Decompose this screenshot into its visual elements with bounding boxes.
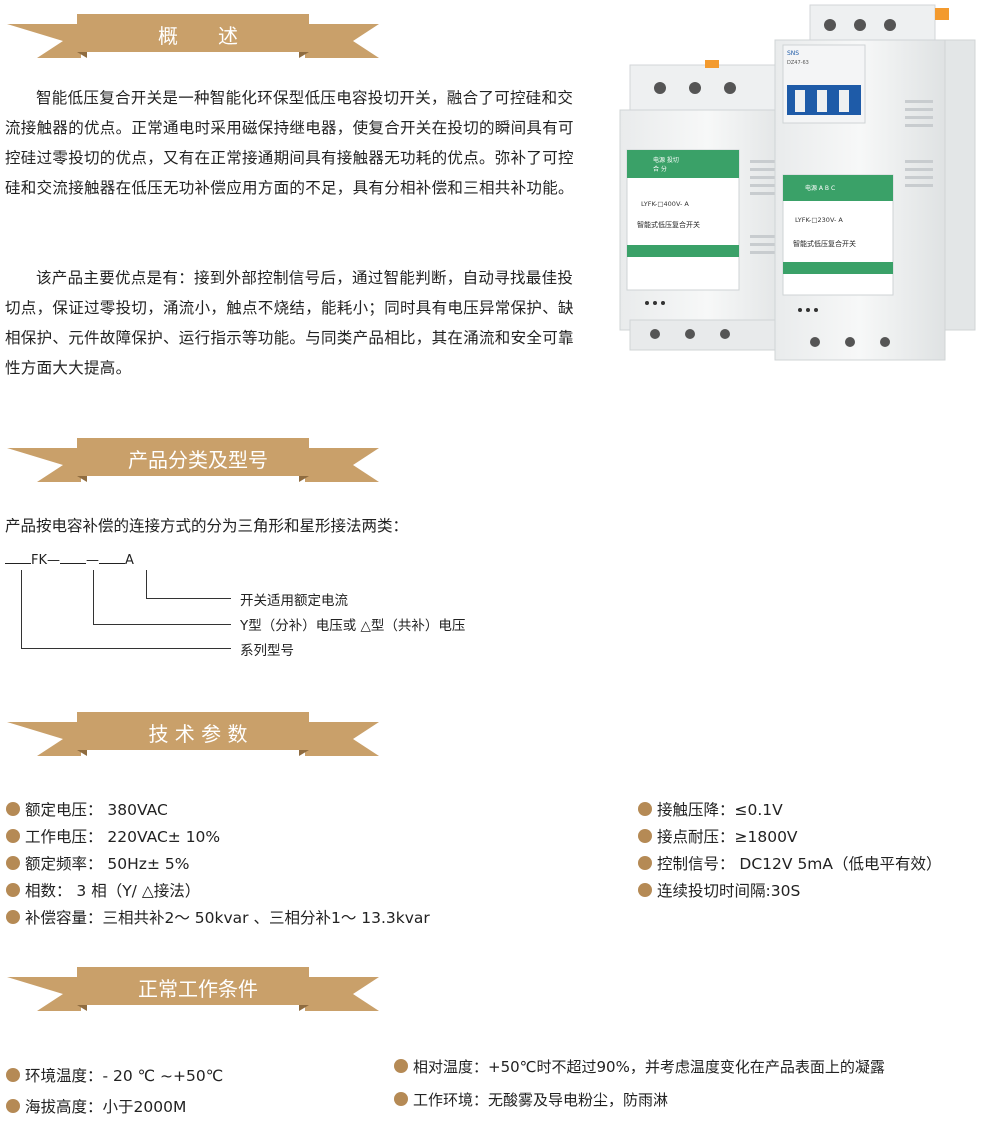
- section-title: 概 述: [158, 24, 238, 48]
- spec-item: 工作电压： 220VAC± 10%: [6, 825, 220, 847]
- section-banner-conditions: 正常工作条件: [7, 967, 379, 1011]
- spec-item: 接点耐压：≥1800V: [638, 825, 798, 847]
- svg-text:LYFK-□400V- A: LYFK-□400V- A: [641, 200, 689, 208]
- bullet-icon: [394, 1092, 408, 1106]
- svg-text:智能式低压复合开关: 智能式低压复合开关: [793, 239, 856, 248]
- svg-text:智能式低压复合开关: 智能式低压复合开关: [637, 220, 700, 229]
- bullet-icon: [638, 883, 652, 897]
- bracket-current: [146, 570, 231, 599]
- overview-paragraph-2: 该产品主要优点是有：接到外部控制信号后，通过智能判断，自动寻找最佳投切点，保证过…: [5, 269, 574, 377]
- label-voltage: Y型（分补）电压或 △型（共补）电压: [240, 618, 466, 634]
- overview-paragraph-1: 智能低压复合开关是一种智能化环保型低压电容投切开关，融合了可控硅和交流接触器的优…: [5, 89, 574, 197]
- svg-text:DZ47-63: DZ47-63: [787, 60, 809, 66]
- section-title: 正常工作条件: [138, 977, 258, 1001]
- spec-item: 控制信号： DC12V 5mA（低电平有效）: [638, 852, 942, 874]
- condition-item: 环境温度：- 20 ℃ ~+50℃: [6, 1064, 223, 1086]
- bracket-voltage: [93, 570, 231, 625]
- spec-item: 接触压降：≤0.1V: [638, 798, 783, 820]
- ribbon-banner-shape: [7, 967, 379, 1011]
- section-banner-overview: 概 述: [7, 14, 379, 58]
- classification-intro: 产品按电容补偿的连接方式的分为三角形和星形接法两类：: [5, 517, 409, 535]
- section-banner-classification: 产品分类及型号: [7, 438, 379, 482]
- bullet-icon: [6, 829, 20, 843]
- bullet-icon: [638, 829, 652, 843]
- svg-text:合 分: 合 分: [653, 165, 667, 173]
- model-code: FK——A: [5, 550, 134, 568]
- bullet-icon: [6, 856, 20, 870]
- ribbon-banner-shape: [7, 712, 379, 756]
- ribbon-banner-shape: [7, 438, 379, 482]
- right-switch-unit: SNS DZ47-63 电源 A B C LYFK-□230V- A 智能式低压…: [774, 4, 976, 361]
- svg-text:电源 A B C: 电源 A B C: [805, 184, 835, 192]
- svg-text:电源 投切: 电源 投切: [653, 156, 679, 164]
- section-title: 技 术 参 数: [148, 722, 248, 746]
- spec-item: 额定电压： 380VAC: [6, 798, 168, 820]
- bullet-icon: [394, 1059, 408, 1073]
- condition-item: 相对温度：+50℃时不超过90%，并考虑温度变化在产品表面上的凝露: [394, 1056, 885, 1077]
- spec-item: 相数： 3 相（Y/ △接法）: [6, 879, 200, 901]
- bullet-icon: [6, 910, 20, 924]
- svg-text:LYFK-□230V- A: LYFK-□230V- A: [795, 216, 843, 224]
- left-switch-unit: 电源 投切 合 分 LYFK-□400V- A 智能式低压复合开关: [619, 60, 796, 351]
- blank-series: [5, 550, 31, 564]
- product-photo: 电源 投切 合 分 LYFK-□400V- A 智能式低压复合开关 SNS DZ…: [619, 4, 976, 361]
- bullet-icon: [6, 802, 20, 816]
- bullet-icon: [6, 1099, 20, 1113]
- bullet-icon: [6, 1068, 20, 1082]
- svg-text:SNS: SNS: [787, 50, 799, 57]
- spec-item: 补偿容量：三相共补2～ 50kvar 、三相分补1～ 13.3kvar: [6, 906, 430, 928]
- bullet-icon: [6, 883, 20, 897]
- spec-item: 连续投切时间隔:30S: [638, 879, 800, 901]
- blank-current: [99, 550, 126, 564]
- condition-item: 工作环境：无酸雾及导电粉尘，防雨淋: [394, 1089, 668, 1110]
- bullet-icon: [638, 856, 652, 870]
- label-series: 系列型号: [240, 643, 294, 659]
- blank-voltage: [60, 550, 87, 564]
- bullet-icon: [638, 802, 652, 816]
- condition-item: 海拔高度：小于2000M: [6, 1095, 186, 1117]
- section-title: 产品分类及型号: [128, 448, 268, 472]
- bracket-series: [21, 570, 231, 649]
- section-banner-tech: 技 术 参 数: [7, 712, 379, 756]
- ribbon-banner-shape: [7, 14, 379, 58]
- spec-item: 额定频率： 50Hz± 5%: [6, 852, 189, 874]
- label-current: 开关适用额定电流: [240, 593, 348, 609]
